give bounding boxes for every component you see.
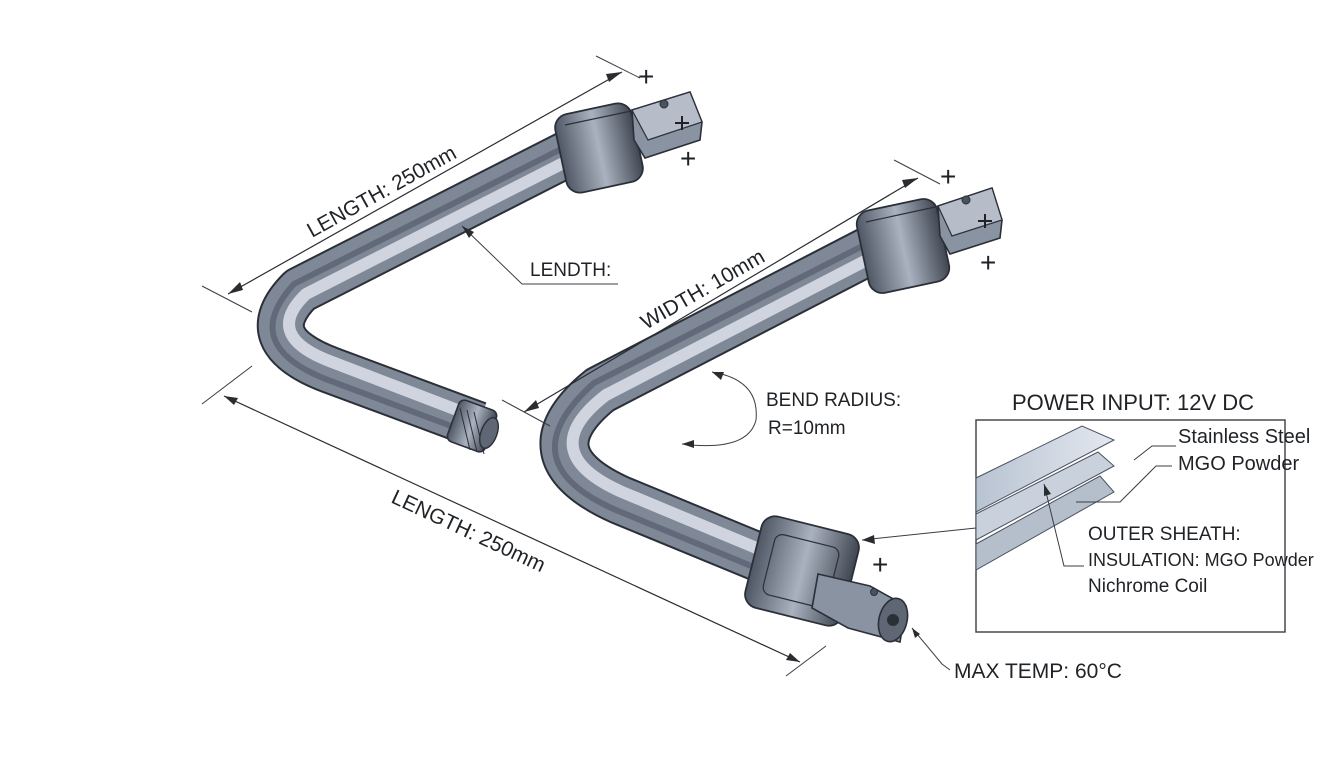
tube-left-highlight [283, 146, 588, 424]
label-bend-radius: BEND RADIUS: [766, 390, 901, 411]
leader-max-temp [911, 627, 951, 671]
plus-symbol: + [980, 247, 996, 278]
inset-mgo-powder: MGO Powder [1178, 453, 1299, 475]
collar-right-top [855, 198, 951, 294]
terminal-block-right-top [937, 186, 1003, 255]
leader-lendth [461, 225, 618, 285]
label-lendth: LENDTH: [530, 260, 611, 281]
tube-right-body [541, 219, 901, 592]
label-length-bottom: LENGTH: 250mm [388, 486, 549, 577]
cross-section-inset: Stainless Steel MGO Powder OUTER SHEATH:… [975, 419, 1314, 633]
dimension-length-bottom [201, 365, 827, 677]
inset-outer-sheath: OUTER SHEATH: [1088, 524, 1241, 545]
terminal-block-left [631, 91, 703, 159]
plus-symbol: + [872, 549, 888, 580]
inset-nichrome-coil: Nichrome Coil [1088, 576, 1207, 597]
leader-cross-section [861, 527, 977, 544]
dimension-width [501, 159, 941, 427]
layer-mgo-powder [975, 451, 1115, 541]
terminal-block-right-bottom [811, 573, 909, 644]
tube-left-body [258, 125, 595, 446]
label-max-temp: MAX TEMP: 60°C [954, 660, 1122, 683]
layer-stainless-steel [975, 425, 1116, 513]
plus-symbol: + [680, 143, 696, 174]
inset-stainless-steel: Stainless Steel [1178, 426, 1310, 448]
heating-element-left [256, 91, 703, 455]
bend-radius-arrow [681, 371, 757, 448]
threaded-end-left [446, 399, 499, 455]
heating-element-right [539, 186, 1003, 644]
label-bend-value: R=10mm [768, 418, 846, 439]
inset-insulation: INSULATION: MGO Powder [1088, 550, 1314, 570]
plus-symbol: + [940, 161, 956, 192]
layer-heating-coil [975, 475, 1115, 571]
dimension-length-top [201, 55, 641, 313]
collar-left [554, 102, 644, 194]
plus-symbol: + [638, 61, 654, 92]
terminal-symbols: + + + + + [638, 61, 996, 580]
tube-right-highlight [566, 242, 893, 568]
label-power-input: POWER INPUT: 12V DC [1012, 390, 1254, 415]
